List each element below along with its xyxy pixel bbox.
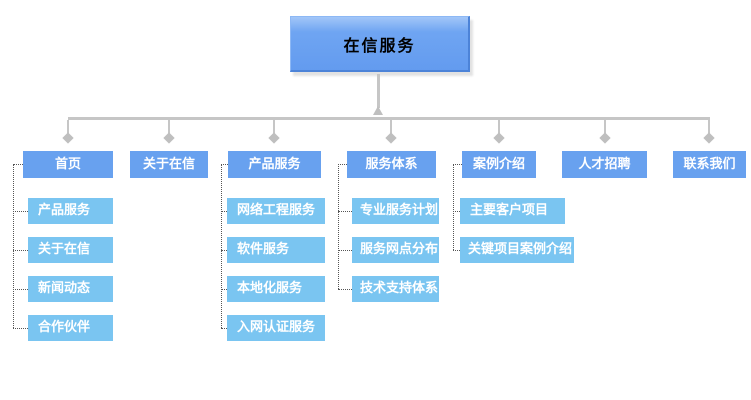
dotted-stub: [338, 289, 352, 290]
dotted-stub: [453, 250, 460, 251]
connector-drop-service-system: [390, 120, 392, 134]
node-home-news[interactable]: 新闻动态: [28, 276, 113, 302]
node-home[interactable]: 首页: [23, 151, 113, 178]
dotted-rail-home: [13, 164, 14, 328]
dotted-stub: [221, 250, 227, 251]
node-localization-services[interactable]: 本地化服务: [227, 276, 325, 302]
node-service-system[interactable]: 服务体系: [347, 151, 436, 178]
node-home-partners[interactable]: 合作伙伴: [28, 315, 113, 341]
dotted-stub: [221, 211, 227, 212]
connector-trunk: [377, 74, 380, 108]
diamond-arrow-icon: [62, 132, 74, 144]
node-home-about[interactable]: 关于在信: [28, 237, 113, 263]
node-contact-us[interactable]: 联系我们: [673, 151, 746, 178]
dotted-stub: [453, 211, 460, 212]
connector-drop-about: [168, 120, 170, 134]
dotted-stub: [221, 328, 227, 329]
diamond-arrow-icon: [703, 132, 715, 144]
connector-horizontal-rail: [68, 117, 710, 120]
node-network-engineering[interactable]: 网络工程服务: [227, 198, 325, 224]
dotted-stub-service-system: [338, 164, 347, 165]
node-service-network-map[interactable]: 服务网点分布: [352, 237, 439, 263]
node-network-certification[interactable]: 入网认证服务: [227, 315, 325, 341]
node-root[interactable]: 在信服务: [290, 16, 470, 72]
dotted-stub: [13, 289, 28, 290]
node-key-project-cases[interactable]: 关键项目案例介绍: [460, 237, 574, 263]
diamond-arrow-icon: [268, 132, 280, 144]
node-software-services[interactable]: 软件服务: [227, 237, 325, 263]
node-major-client-projects[interactable]: 主要客户项目: [460, 198, 565, 224]
dotted-stub: [338, 250, 352, 251]
node-professional-service-plan[interactable]: 专业服务计划: [352, 198, 439, 224]
node-home-products[interactable]: 产品服务: [28, 198, 113, 224]
dotted-stub-cases: [453, 164, 462, 165]
dotted-rail-products: [221, 164, 222, 328]
dotted-rail-service-system: [338, 164, 339, 289]
diamond-arrow-icon: [599, 132, 611, 144]
dotted-stub: [13, 250, 28, 251]
dotted-stub: [221, 289, 227, 290]
connector-drop-products: [273, 120, 275, 134]
node-technical-support-system[interactable]: 技术支持体系: [352, 276, 439, 302]
connector-drop-careers: [604, 120, 606, 134]
connector-drop-cases: [498, 120, 500, 134]
node-case-studies[interactable]: 案例介绍: [462, 151, 536, 178]
node-careers[interactable]: 人才招聘: [562, 151, 647, 178]
node-products[interactable]: 产品服务: [228, 151, 321, 178]
dotted-rail-cases: [453, 164, 454, 250]
diamond-arrow-icon: [385, 132, 397, 144]
connector-drop-home: [67, 120, 69, 134]
diamond-arrow-icon: [493, 132, 505, 144]
arrow-up-icon: [373, 106, 383, 115]
connector-drop-contact: [708, 120, 710, 134]
dotted-stub-home: [13, 164, 23, 165]
dotted-stub: [13, 211, 28, 212]
node-about-us[interactable]: 关于在信: [130, 151, 208, 178]
dotted-stub-products: [221, 164, 228, 165]
diamond-arrow-icon: [163, 132, 175, 144]
dotted-stub: [338, 211, 352, 212]
dotted-stub: [13, 328, 28, 329]
